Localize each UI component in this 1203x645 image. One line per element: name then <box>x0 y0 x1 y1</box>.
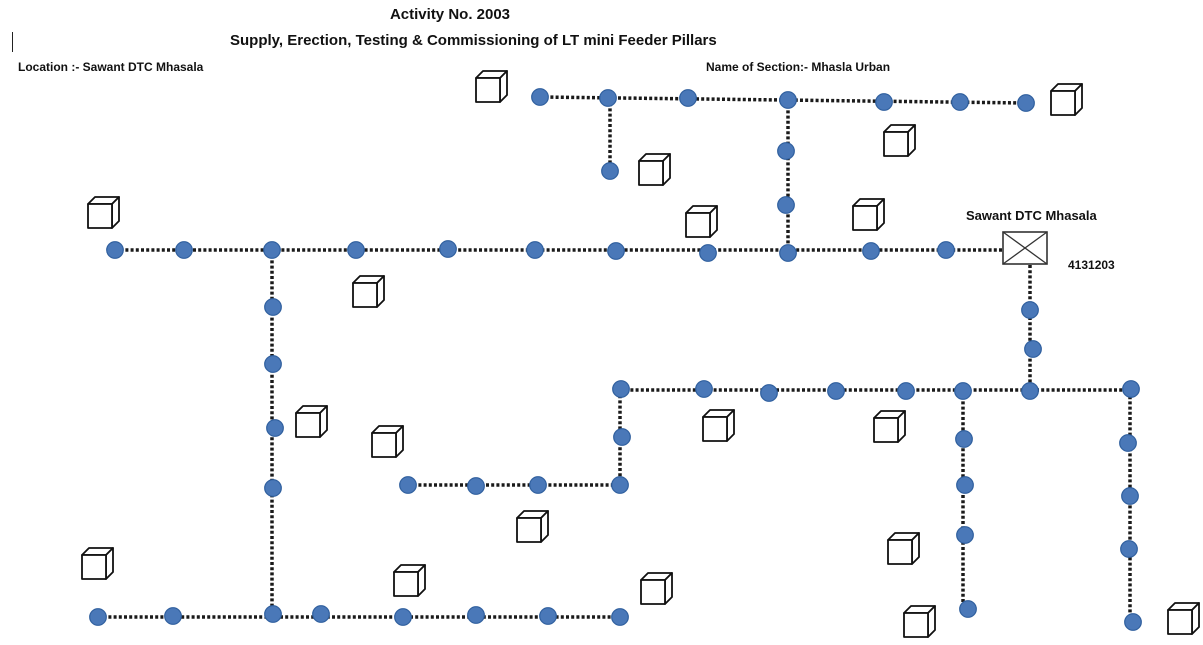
pole-node-icon <box>827 382 845 400</box>
pole-node-icon <box>937 241 955 259</box>
text-cursor <box>12 32 13 52</box>
feeder-pillar-box-icon <box>883 124 916 157</box>
feeder-pillars <box>81 70 1200 638</box>
feeder-pillar-box-icon <box>887 532 920 565</box>
section-label: Name of Section:- Mhasla Urban <box>706 60 891 74</box>
transformer-cross <box>1002 231 1048 265</box>
feeder-pillar-box-icon <box>640 572 673 605</box>
pole-node-icon <box>1122 380 1140 398</box>
transformer-icon <box>1002 231 1048 265</box>
pole-node-icon <box>760 384 778 402</box>
pole-node-icon <box>264 605 282 623</box>
pole-node-icon <box>875 93 893 111</box>
pole-node-icon <box>695 380 713 398</box>
pole-node-icon <box>601 162 619 180</box>
pole-node-icon <box>954 382 972 400</box>
feeder-pillar-box-icon <box>516 510 549 543</box>
pole-node-icon <box>1021 382 1039 400</box>
pole-node-icon <box>1121 487 1139 505</box>
pole-node-icon <box>599 89 617 107</box>
pole-node-icon <box>1024 340 1042 358</box>
pole-node-icon <box>612 380 630 398</box>
pole-node-icon <box>539 607 557 625</box>
pole-node-icon <box>679 89 697 107</box>
location-label: Location :- Sawant DTC Mhasala <box>18 60 204 74</box>
feeder-pillar-box-icon <box>638 153 671 186</box>
transformer-number-label: 4131203 <box>1068 258 1115 272</box>
pole-node-icon <box>1021 301 1039 319</box>
pole-node-icon <box>394 608 412 626</box>
pole-node-icon <box>779 91 797 109</box>
pole-node-icon <box>777 142 795 160</box>
pole-node-icon <box>264 355 282 373</box>
pole-node-icon <box>956 476 974 494</box>
pole-node-icon <box>264 479 282 497</box>
pole-node-icon <box>951 93 969 111</box>
pole-node-icon <box>1124 613 1142 631</box>
pole-node-icon <box>779 244 797 262</box>
feeder-pillar-box-icon <box>295 405 328 438</box>
feeder-pillar-box-icon <box>81 547 114 580</box>
pole-node-icon <box>955 430 973 448</box>
activity-title: Activity No. 2003 <box>389 6 511 23</box>
activity-subtitle: Supply, Erection, Testing & Commissionin… <box>230 32 717 49</box>
feeder-pillar-box-icon <box>87 196 120 229</box>
pole-node-icon <box>106 241 124 259</box>
pole-node-icon <box>607 242 625 260</box>
feeder-pillar-box-icon <box>393 564 426 597</box>
pole-node-icon <box>956 526 974 544</box>
pole-node-icon <box>959 600 977 618</box>
feeder-pillar-box-icon <box>1050 83 1083 116</box>
feeder-pillar-box-icon <box>903 605 936 638</box>
pole-node-icon <box>862 242 880 260</box>
pole-node-icon <box>164 607 182 625</box>
pole-node-icon <box>263 241 281 259</box>
pole-node-icon <box>439 240 457 258</box>
pole-node-icon <box>526 241 544 259</box>
feeder-pillar-box-icon <box>1167 602 1200 635</box>
poles <box>89 88 1142 631</box>
pole-node-icon <box>347 241 365 259</box>
pole-node-icon <box>613 428 631 446</box>
pole-node-icon <box>89 608 107 626</box>
pole-node-icon <box>897 382 915 400</box>
pole-node-icon <box>699 244 717 262</box>
pole-node-icon <box>467 606 485 624</box>
feeder-pillar-box-icon <box>702 409 735 442</box>
feeder-pillar-box-icon <box>371 425 404 458</box>
transformer-name-label: Sawant DTC Mhasala <box>966 208 1097 223</box>
pole-node-icon <box>266 419 284 437</box>
pole-node-icon <box>1120 540 1138 558</box>
pole-node-icon <box>1119 434 1137 452</box>
feeder-pillar-box-icon <box>475 70 508 103</box>
pole-node-icon <box>312 605 330 623</box>
pole-node-icon <box>399 476 417 494</box>
feeder-pillar-box-icon <box>852 198 885 231</box>
pole-node-icon <box>264 298 282 316</box>
feeder-pillar-box-icon <box>873 410 906 443</box>
pole-node-icon <box>777 196 795 214</box>
pole-node-icon <box>175 241 193 259</box>
pole-node-icon <box>467 477 485 495</box>
pole-node-icon <box>1017 94 1035 112</box>
pole-node-icon <box>529 476 547 494</box>
feeder-pillar-box-icon <box>685 205 718 238</box>
feeder-pillar-box-icon <box>352 275 385 308</box>
pole-node-icon <box>531 88 549 106</box>
pole-node-icon <box>611 608 629 626</box>
pole-node-icon <box>611 476 629 494</box>
